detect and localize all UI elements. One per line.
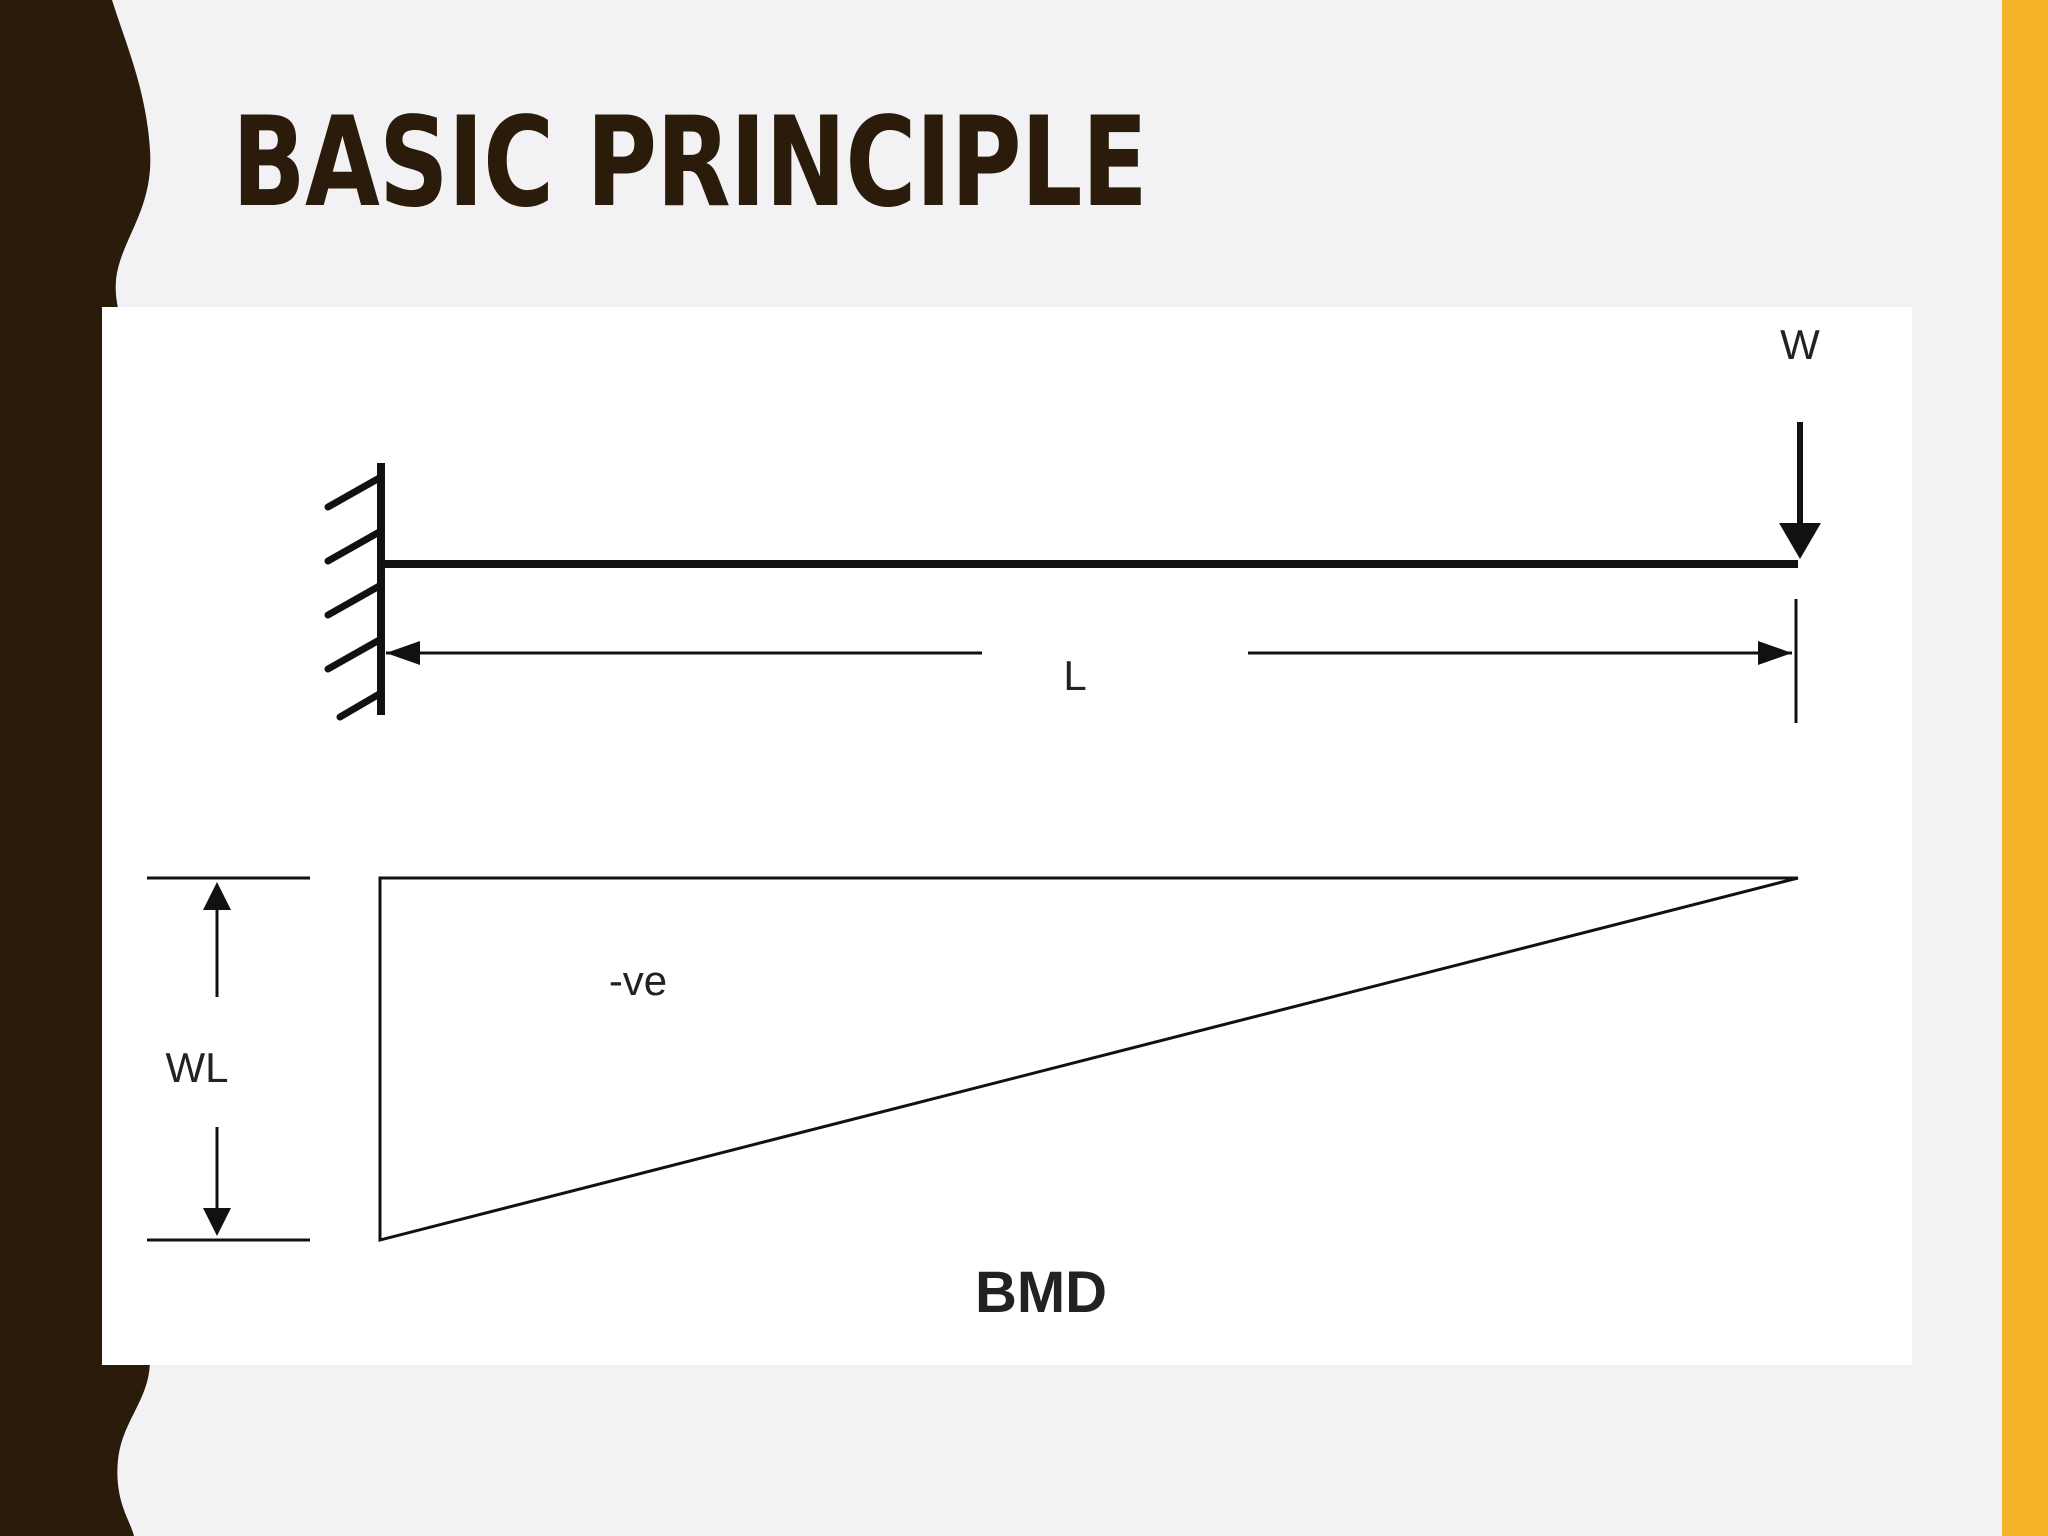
right-accent-band bbox=[2002, 0, 2048, 1536]
load-arrow-head bbox=[1779, 523, 1821, 559]
moment-label: WL bbox=[166, 1044, 229, 1091]
fixed-support-hatching bbox=[324, 473, 385, 721]
length-dim-arrow-left bbox=[386, 641, 420, 665]
beam-diagram: W L -ve WL BMD bbox=[147, 321, 1821, 1325]
length-dim-arrow-right bbox=[1758, 641, 1792, 665]
sign-label: -ve bbox=[609, 957, 667, 1004]
moment-dim-arrow-up bbox=[203, 882, 231, 910]
moment-dim-arrow-down bbox=[203, 1208, 231, 1236]
bmd-triangle bbox=[378, 876, 1799, 1242]
bmd-caption: BMD bbox=[975, 1260, 1107, 1325]
cantilever-bmd-figure: W L -ve WL BMD bbox=[102, 307, 1912, 1365]
length-label: L bbox=[1063, 652, 1086, 699]
slide-title: BASIC PRINCIPLE bbox=[232, 91, 1148, 235]
load-label: W bbox=[1780, 321, 1820, 368]
